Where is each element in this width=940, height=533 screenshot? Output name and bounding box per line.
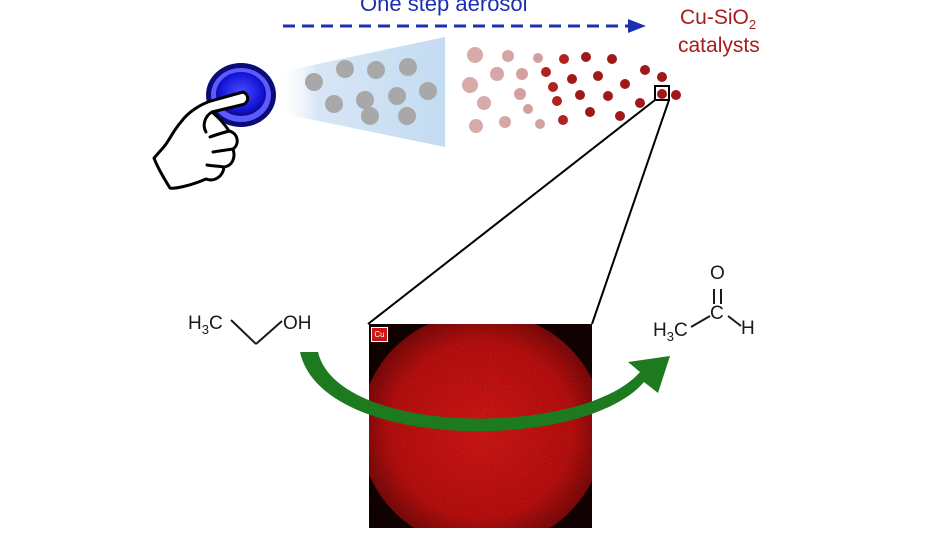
- reactant-h3c: H3C: [188, 313, 223, 337]
- hand-pointer-icon: [152, 90, 250, 190]
- reactant-oh: OH: [283, 313, 312, 334]
- catalyst-label-line2: catalysts: [678, 34, 760, 57]
- eds-element-tag: Cu: [371, 327, 388, 342]
- process-title: One step aerosol: [360, 0, 528, 16]
- reactant-h-subscript: 3: [201, 322, 209, 337]
- zoom-line-right: [591, 99, 670, 325]
- product-hydrogen: H: [741, 318, 755, 339]
- catalyst-particles: [462, 47, 681, 133]
- reactant-h: H: [188, 313, 202, 334]
- zoom-line-left: [367, 99, 656, 325]
- precursor-droplets: [305, 58, 437, 125]
- reactant-bonds: [230, 319, 283, 345]
- catalyst-formula: Cu-SiO: [680, 6, 749, 29]
- catalyst-label: Cu-SiO2: [680, 6, 756, 32]
- product-oxygen: O: [710, 263, 725, 284]
- catalyst-subscript: 2: [748, 17, 757, 32]
- product-c-methyl: C: [673, 320, 688, 341]
- product-h: H: [653, 320, 667, 341]
- product-carbonyl-carbon: C: [710, 303, 724, 324]
- product-h3c: H3C: [653, 320, 688, 344]
- process-arrowhead: [628, 19, 646, 33]
- reactant-c: C: [208, 313, 223, 334]
- product-h-subscript: 3: [666, 329, 674, 344]
- product-bonds: [690, 289, 742, 328]
- zoom-selection-box: [654, 85, 670, 101]
- reaction-arrow: [300, 352, 670, 432]
